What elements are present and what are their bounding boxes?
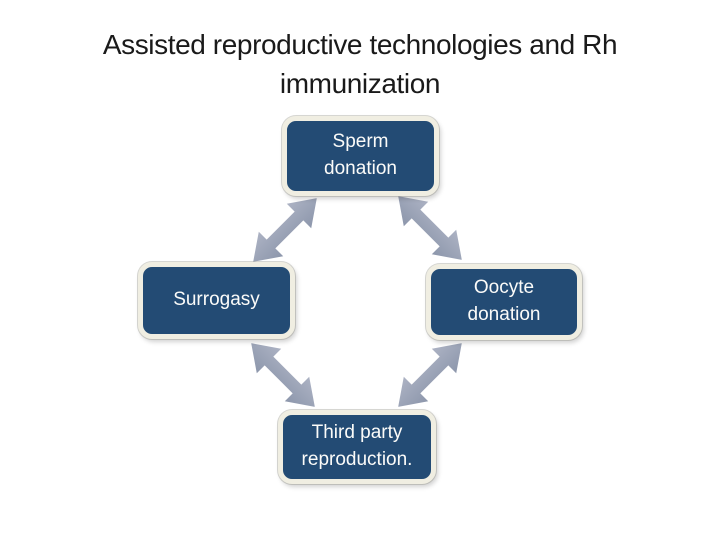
- node-third-party-reproduction: Third party reproduction.: [278, 410, 436, 484]
- node-label: Sperm donation: [324, 131, 397, 179]
- node-oocyte-donation: Oocyte donation: [426, 264, 582, 340]
- double-arrow-shape: [385, 330, 474, 419]
- double-arrow-shape: [385, 183, 474, 272]
- bidirectional-arrow-top-right-icon: [385, 183, 474, 272]
- node-surrogasy: Surrogasy: [138, 262, 295, 339]
- node-label: Third party reproduction.: [301, 422, 413, 470]
- slide-title: Assisted reproductive technologies and R…: [102, 29, 618, 99]
- bidirectional-arrow-bottom-left-icon: [238, 330, 327, 419]
- double-arrow-shape: [238, 330, 327, 419]
- node-sperm-donation: Sperm donation: [282, 116, 439, 196]
- bidirectional-arrow-bottom-right-icon: [385, 330, 474, 419]
- node-label: Oocyte donation: [467, 277, 541, 325]
- node-label: Surrogasy: [173, 289, 260, 311]
